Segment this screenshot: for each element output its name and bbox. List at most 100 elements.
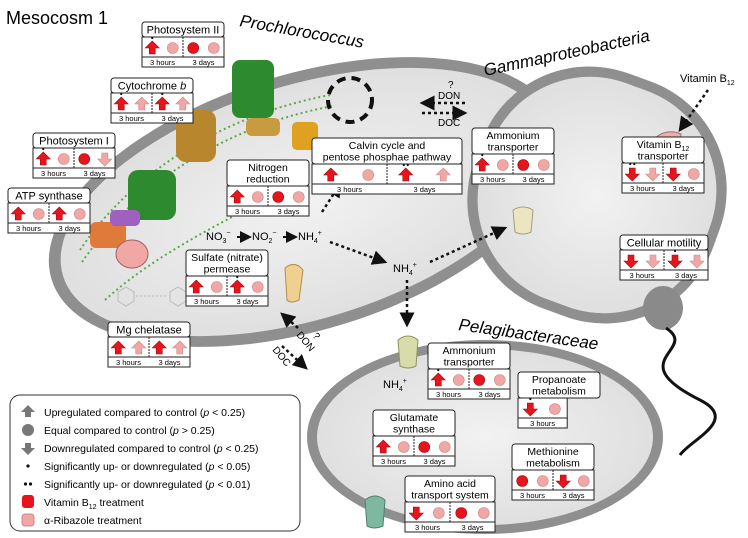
equal-symbol (516, 475, 529, 487)
down-arrow-symbol (408, 506, 424, 521)
legend-item: Significantly up- or downregulated (p < … (23, 479, 250, 491)
significance-star (161, 92, 164, 96)
don-bottom: DON (294, 330, 317, 354)
significance-star (673, 249, 677, 253)
up-arrow-symbol (323, 167, 339, 182)
up-arrow-symbol (375, 439, 391, 454)
up-arrow-symbol (134, 96, 150, 111)
legend-star-icon (23, 482, 28, 486)
significance-star (120, 92, 123, 96)
legend: Upregulated compared to control (p < 0.2… (9, 394, 301, 532)
legend-text: Downregulated compared to control (p < 0… (44, 443, 259, 455)
timepoint-label: 3 days (158, 358, 180, 367)
equal-symbol (57, 153, 70, 165)
equal-symbol (537, 159, 550, 171)
timepoint-label: 3 hours (480, 175, 505, 184)
timepoint-label: 3 hours (337, 185, 362, 194)
up-arrow-symbol (10, 206, 26, 221)
timepoint-label: 3 hours (41, 169, 66, 178)
nh4-external-label: NH4+ (393, 262, 417, 277)
equal-symbol (536, 475, 549, 487)
legend-text: Vitamin B12 treatment (44, 497, 144, 511)
timepoint-label: 3 days (192, 58, 214, 67)
nh4-pelagi-label: NH4+ (383, 378, 407, 393)
timepoint-label: 3 hours (381, 457, 406, 466)
equal-symbol (251, 281, 264, 293)
timepoint-label: 3 hours (150, 58, 175, 67)
up-arrow-symbol (229, 189, 245, 204)
legend-text: α-Ribazole treatment (44, 515, 142, 527)
up-arrow-symbol (474, 157, 490, 172)
panel-title: transporter (444, 357, 495, 369)
equal-symbol (477, 507, 490, 519)
legend-ribazole-icon (21, 513, 35, 527)
timepoint-label: 3 hours (116, 358, 141, 367)
equal-symbol (473, 374, 486, 386)
doc-bottom: DOC (270, 345, 293, 369)
panel-cellular-motility: Cellular motility 3 hours 3 days (619, 234, 709, 281)
timepoint-label: 3 hours (629, 271, 654, 280)
equal-symbol (418, 441, 431, 453)
panel-title: Cellular motility (627, 238, 702, 250)
equal-symbol (493, 374, 506, 386)
equal-symbol (32, 208, 45, 220)
flux-arrows (280, 89, 710, 370)
significance-star (633, 162, 636, 166)
timepoint-label: 3 hours (235, 207, 260, 216)
timepoint-label: 3 days (423, 457, 445, 466)
panel-title: Glutamate (390, 412, 439, 424)
equal-symbol (362, 169, 375, 181)
up-arrow-symbol (154, 96, 170, 111)
legend-text: Upregulated compared to control (p < 0.2… (44, 407, 245, 419)
panel-title: ATP synthase (15, 191, 82, 203)
legend-up-icon (21, 405, 35, 417)
timepoint-label: 3 days (413, 185, 435, 194)
legend-item: α-Ribazole treatment (21, 513, 142, 527)
down-arrow-symbol (665, 167, 681, 182)
panel-title: Photosystem I (39, 136, 109, 148)
up-arrow-symbol (175, 96, 191, 111)
equal-symbol (397, 441, 410, 453)
timepoint-label: 3 days (675, 271, 697, 280)
don-top: DON (438, 91, 460, 102)
down-arrow-symbol (645, 254, 661, 269)
equal-symbol (207, 42, 220, 54)
panel-title: Photosystem II (147, 25, 220, 37)
up-arrow-symbol (51, 206, 67, 221)
timepoint-label: 3 days (236, 297, 258, 306)
equal-symbol (455, 507, 468, 519)
timepoint-label: 3 hours (530, 419, 555, 428)
equal-symbol (432, 507, 445, 519)
significance-star (406, 163, 409, 167)
up-arrow-symbol (110, 340, 126, 355)
panel-title: Sulfate (nitrate) (191, 252, 263, 264)
panel-title: metabolism (532, 386, 586, 398)
panel-title: permease (204, 264, 251, 276)
legend-item: Upregulated compared to control (p < 0.2… (21, 405, 245, 419)
equal-symbol (496, 159, 509, 171)
significance-star (529, 397, 532, 401)
up-arrow-symbol (435, 167, 451, 182)
down-arrow-symbol (97, 152, 113, 167)
timepoint-label: 3 days (83, 169, 105, 178)
equal-symbol (517, 159, 530, 171)
legend-text: Significantly up- or downregulated (p < … (44, 461, 250, 473)
up-arrow-symbol (398, 167, 414, 182)
significance-star (629, 162, 632, 166)
figure-title: Mesocosm 1 (6, 8, 108, 28)
panel-title: metabolism (526, 458, 580, 470)
timepoint-label: 3 hours (415, 523, 440, 532)
panel-title: Methionine (527, 446, 579, 458)
panel-title: Nitrogen (248, 162, 288, 174)
panel-title: Calvin cycle and (349, 140, 426, 152)
